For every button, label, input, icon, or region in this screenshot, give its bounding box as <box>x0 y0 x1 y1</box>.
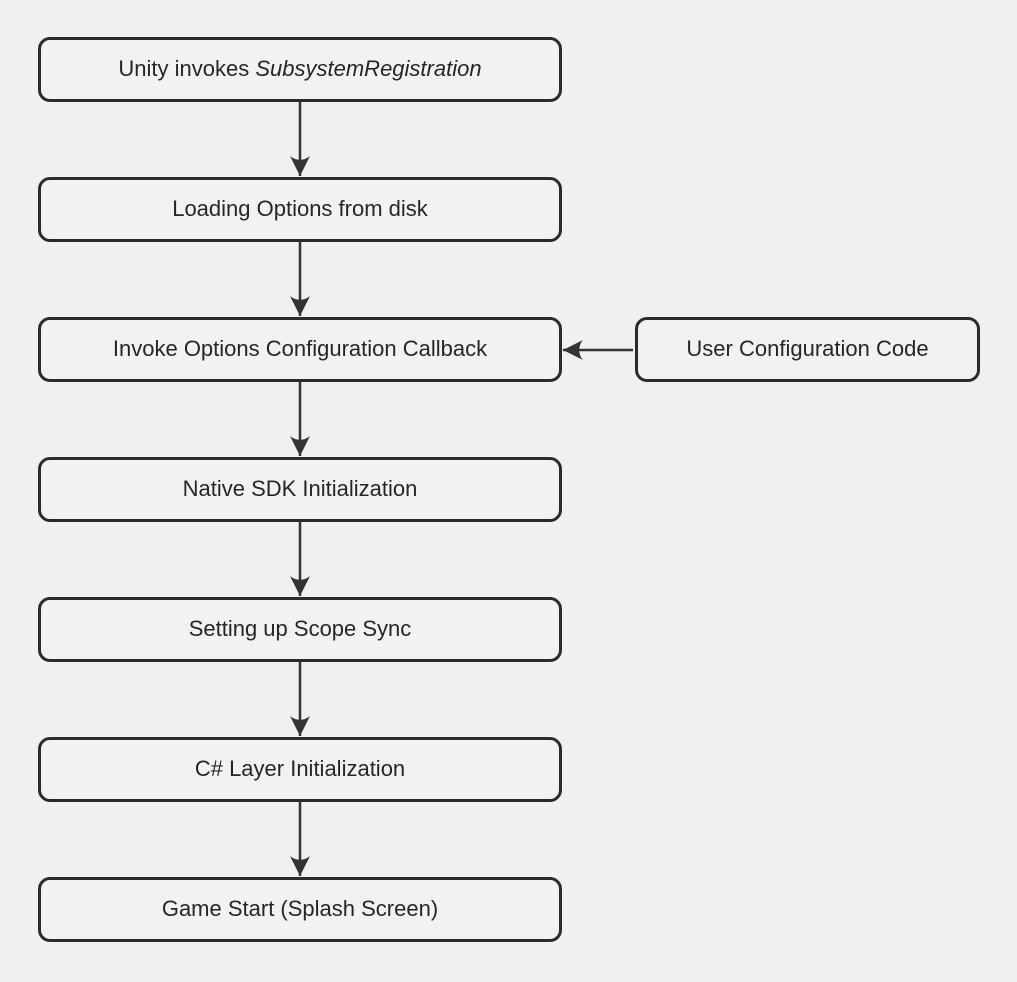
node-setting-up-scope-sync: Setting up Scope Sync <box>38 597 562 662</box>
node-label-prefix: Unity invokes <box>118 56 256 82</box>
node-label: C# Layer Initialization <box>194 756 406 782</box>
node-label: Game Start (Splash Screen) <box>161 896 439 922</box>
node-label-italic: SubsystemRegistration <box>255 56 482 82</box>
node-loading-options-from-disk: Loading Options from disk <box>38 177 562 242</box>
node-label: Setting up Scope Sync <box>188 616 412 642</box>
node-native-sdk-initialization: Native SDK Initialization <box>38 457 562 522</box>
node-user-configuration-code: User Configuration Code <box>635 317 980 382</box>
node-label: Loading Options from disk <box>172 196 428 222</box>
node-label: User Configuration Code <box>686 336 929 362</box>
node-game-start-splash-screen: Game Start (Splash Screen) <box>38 877 562 942</box>
node-label: Invoke Options Configuration Callback <box>112 336 488 362</box>
node-label: Native SDK Initialization <box>182 476 418 502</box>
node-csharp-layer-initialization: C# Layer Initialization <box>38 737 562 802</box>
node-unity-invokes-subsystem-registration: Unity invokes SubsystemRegistration <box>38 37 562 102</box>
node-label: Unity invokes SubsystemRegistration <box>118 56 481 82</box>
node-invoke-options-configuration-callback: Invoke Options Configuration Callback <box>38 317 562 382</box>
